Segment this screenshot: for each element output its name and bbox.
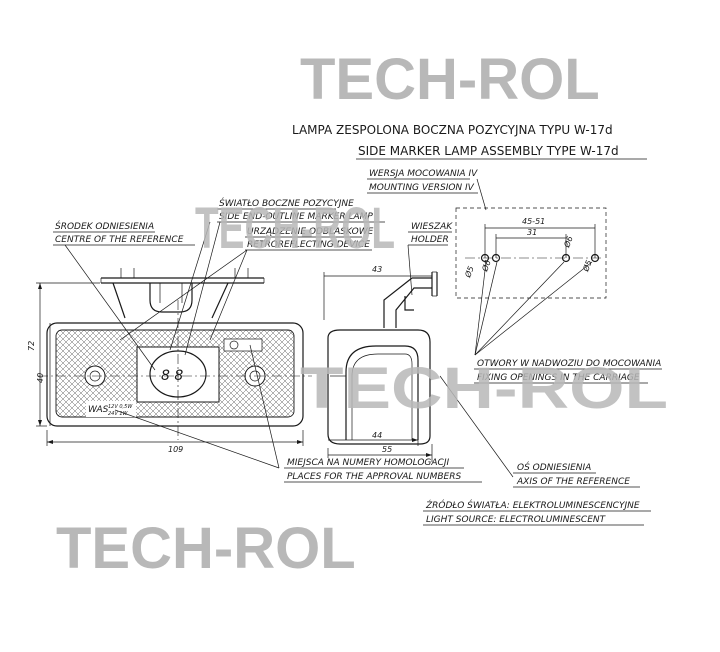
approval-mark-box bbox=[223, 338, 263, 352]
dim-hole-d5a: Ø5 bbox=[462, 265, 476, 280]
title-line-pl: LAMPA ZESPOLONA BOCZNA POZYCYJNA TYPU W-… bbox=[292, 123, 613, 137]
dim-hole-31: 31 bbox=[527, 228, 537, 237]
side-dimensions bbox=[323, 272, 433, 462]
watermark-bottom: TECH-ROL bbox=[56, 516, 356, 581]
rating-b: 24V 1W bbox=[108, 411, 129, 417]
watermark-top: TECH-ROL bbox=[300, 47, 600, 112]
axis-label-en: AXIS OF THE REFERENCE bbox=[516, 477, 630, 487]
openings-label-en: FIXING OPENINGS IN THE CARRIAGE bbox=[477, 373, 640, 383]
dim-hole-d6b: Ø6 bbox=[561, 235, 575, 250]
dim-109: 109 bbox=[168, 445, 183, 454]
centre-label-pl: ŚRODEK ODNIESIENIA bbox=[55, 220, 154, 232]
dim-72: 72 bbox=[27, 341, 36, 351]
front-view-lamp: 8 8 WAS 12V 0,5W 24V 1W bbox=[46, 322, 304, 427]
title-line-en: SIDE MARKER LAMP ASSEMBLY TYPE W-17d bbox=[358, 144, 619, 158]
holder-label-en: HOLDER bbox=[411, 235, 449, 245]
approval-label-pl: MIEJSCA NA NUMERY HOMOLOGACJI bbox=[287, 458, 449, 468]
watermark-mid-left: TECH-ROL bbox=[195, 196, 395, 261]
mounting-label-en: MOUNTING VERSION IV bbox=[369, 183, 475, 193]
front-dimensions bbox=[36, 282, 304, 446]
side-light-label-pl: ŚWIATŁO BOCZNE POZYCYJNE bbox=[219, 197, 354, 209]
centre-label-en: CENTRE OF THE REFERENCE bbox=[55, 235, 184, 245]
reflector-label-pl: URZĄDZENIE ODBLASKOWE bbox=[247, 227, 374, 237]
watermark-mid-right: TECH-ROL bbox=[300, 356, 668, 421]
dim-hole-span: 45-51 bbox=[522, 217, 545, 226]
source-label-en: LIGHT SOURCE: ELECTROLUMINESCENT bbox=[426, 515, 607, 525]
mounting-label-pl: WERSJA MOCOWANIA IV bbox=[369, 169, 478, 179]
rating-a: 12V 0,5W bbox=[108, 404, 133, 410]
reflector-label-en: RETROREFLECTING DEVICE bbox=[247, 240, 370, 250]
dim-hole-d6a: Ø6 bbox=[479, 259, 493, 274]
dim-44: 44 bbox=[372, 431, 382, 440]
leader-lines bbox=[64, 178, 593, 478]
openings-label-pl: OTWORY W NADWOZIU DO MOCOWANIA bbox=[477, 359, 661, 369]
dim-43: 43 bbox=[372, 265, 382, 274]
dim-40: 40 bbox=[36, 373, 45, 383]
side-view bbox=[327, 271, 438, 445]
brand-mark: WAS bbox=[88, 405, 109, 415]
hole-pattern-detail bbox=[455, 207, 607, 299]
holder-label-pl: WIESZAK bbox=[411, 222, 453, 232]
front-view-bracket bbox=[100, 268, 265, 319]
source-label-pl: ŹRÓDŁO ŚWIATŁA: ELEKTROLUMINESCENCYJNE bbox=[425, 499, 640, 511]
dim-55: 55 bbox=[382, 445, 392, 454]
axis-label-pl: OŚ ODNIESIENIA bbox=[517, 461, 591, 473]
approval-label-en: PLACES FOR THE APPROVAL NUMBERS bbox=[287, 472, 461, 482]
side-light-label-en: SIDE END-OUTLINE MARKER LAMP bbox=[219, 212, 373, 222]
